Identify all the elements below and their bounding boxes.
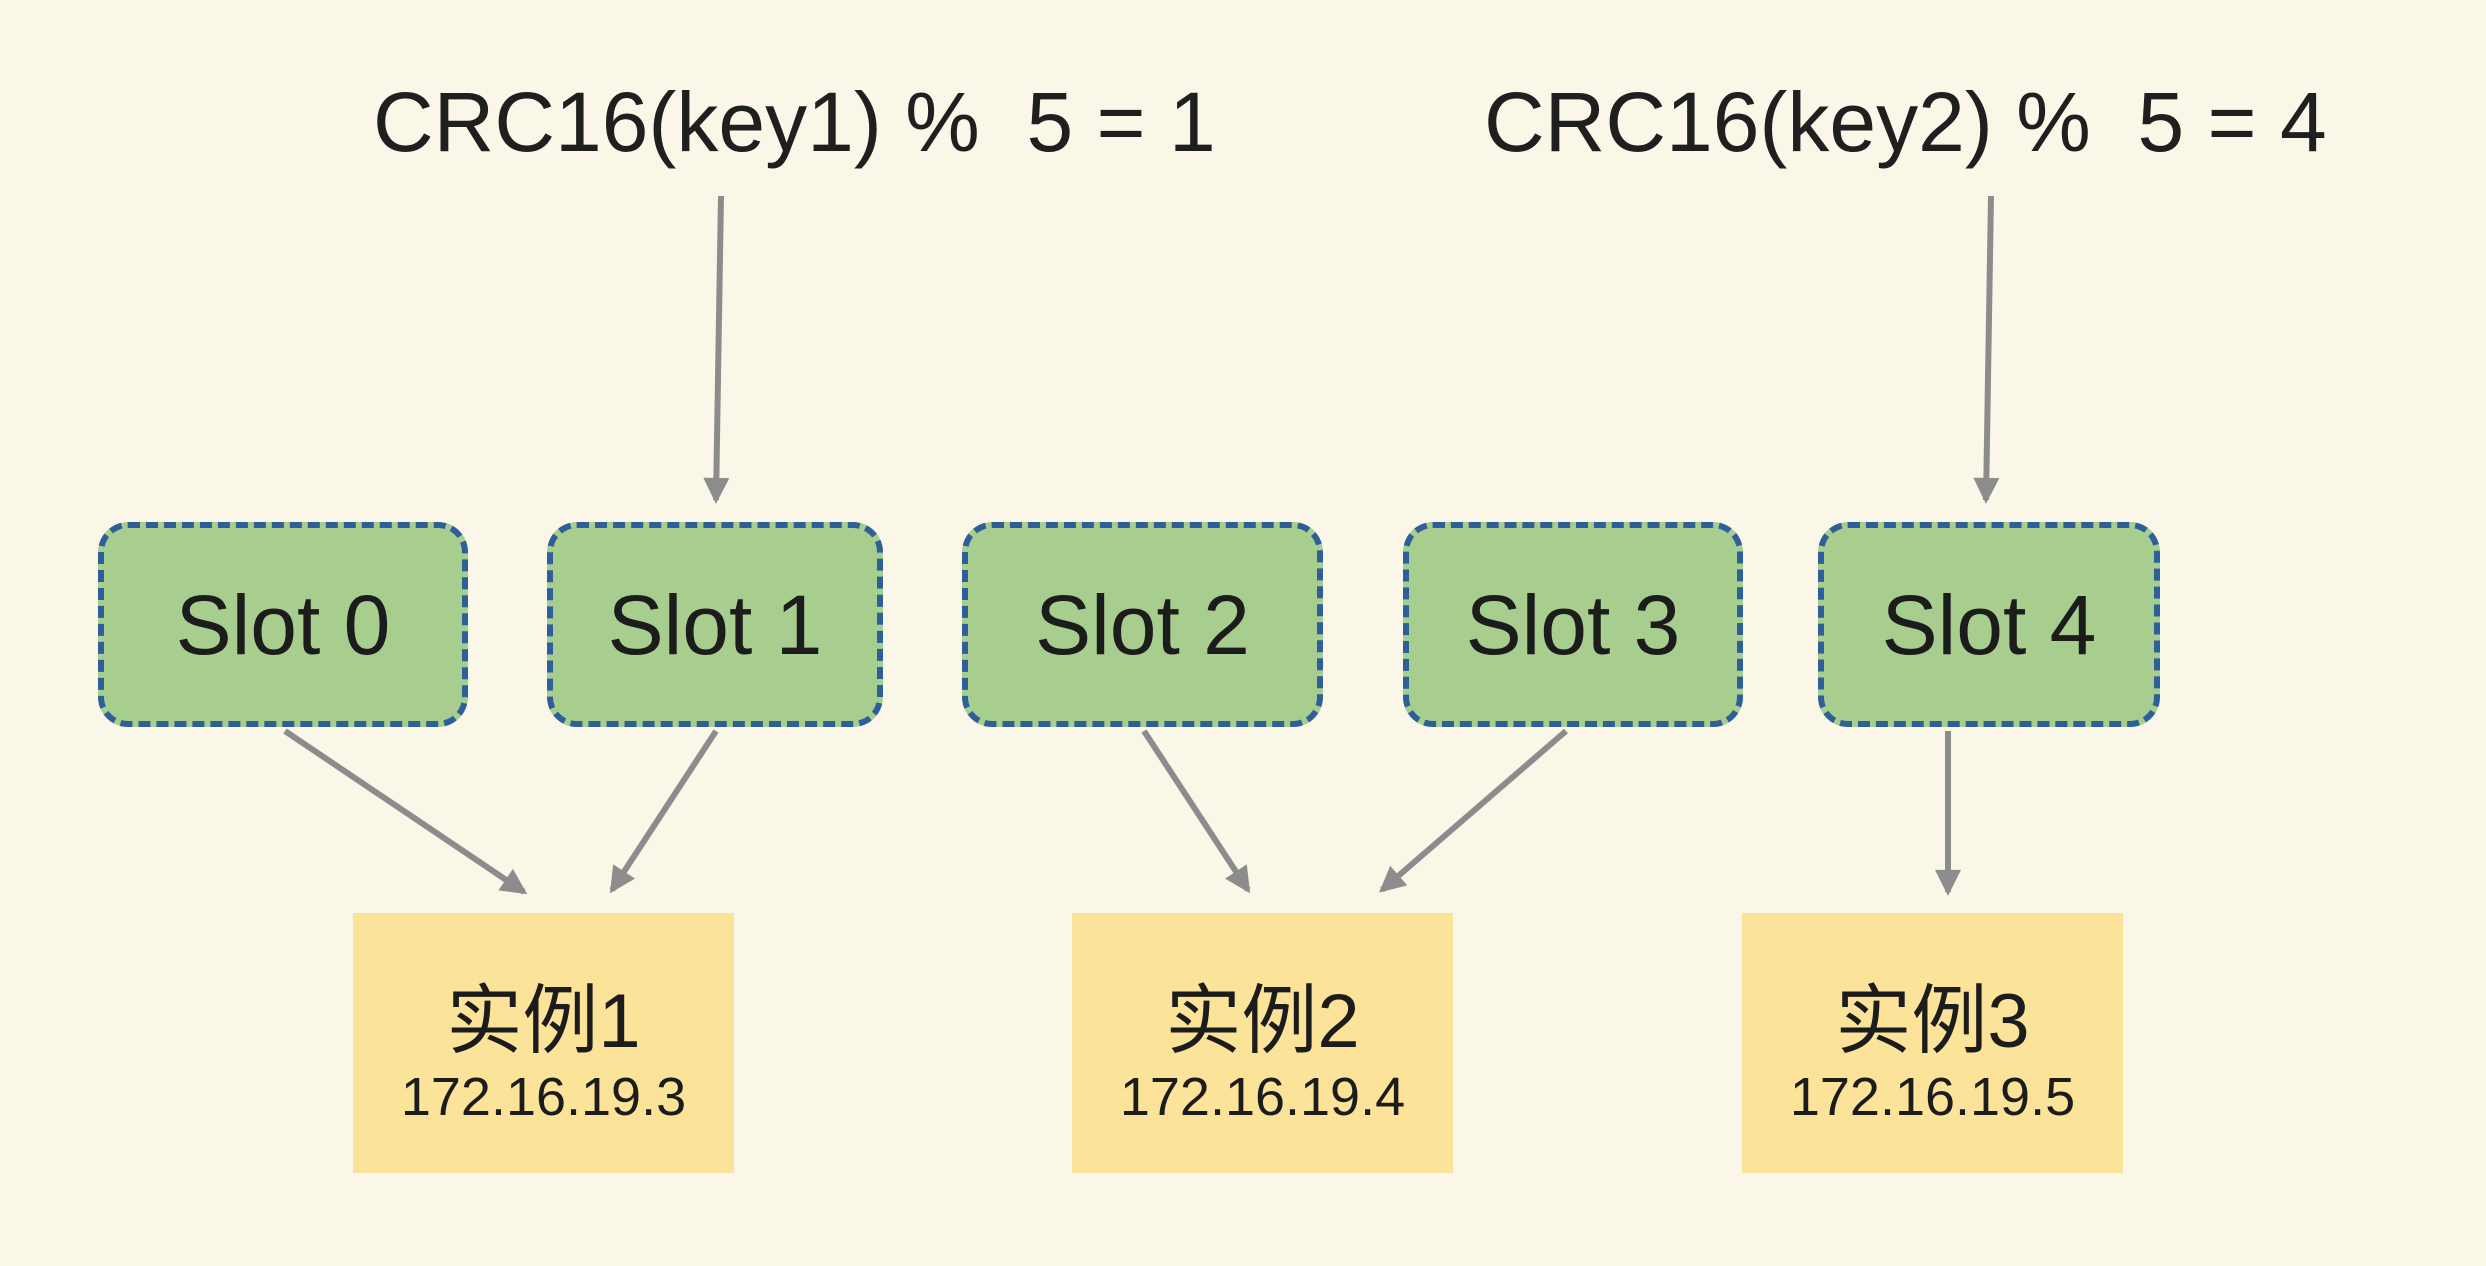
formula-key1: CRC16(key1) % 5 = 1 bbox=[373, 75, 1216, 169]
edge-formula-key2-to-slot-4 bbox=[1973, 195, 2000, 504]
slot-2-label: Slot 2 bbox=[1035, 577, 1250, 672]
instance-2-name: 实例2 bbox=[1165, 979, 1360, 1064]
edge-slot-3-to-instance-2 bbox=[1379, 728, 1568, 893]
slot-2: Slot 2 bbox=[962, 522, 1323, 727]
instance-3-ip: 172.16.19.5 bbox=[1789, 1067, 2076, 1127]
slot-3: Slot 3 bbox=[1403, 522, 1743, 727]
instance-3: 实例3 172.16.19.5 bbox=[1742, 913, 2123, 1173]
edge-formula-key1-to-slot-1 bbox=[703, 195, 730, 504]
instance-1: 实例1 172.16.19.3 bbox=[353, 913, 734, 1173]
edge-slot-0-to-instance-1 bbox=[283, 728, 528, 895]
slot-3-label: Slot 3 bbox=[1465, 577, 1681, 672]
slot-4-label: Slot 4 bbox=[1881, 577, 2097, 672]
slot-0-label: Slot 0 bbox=[175, 577, 391, 672]
slot-0: Slot 0 bbox=[98, 522, 468, 727]
instance-1-name: 实例1 bbox=[446, 979, 641, 1064]
edge-slot-1-to-instance-1 bbox=[609, 729, 719, 894]
instance-2: 实例2 172.16.19.4 bbox=[1072, 913, 1453, 1173]
slot-1: Slot 1 bbox=[547, 522, 883, 727]
instance-1-ip: 172.16.19.3 bbox=[400, 1067, 687, 1127]
slot-1-label: Slot 1 bbox=[607, 577, 823, 672]
instance-3-name: 实例3 bbox=[1835, 979, 2030, 1064]
formula-key2: CRC16(key2) % 5 = 4 bbox=[1484, 75, 2327, 169]
edge-slot-2-to-instance-2 bbox=[1141, 729, 1251, 894]
slot-4: Slot 4 bbox=[1818, 522, 2160, 727]
instance-2-ip: 172.16.19.4 bbox=[1119, 1067, 1406, 1127]
